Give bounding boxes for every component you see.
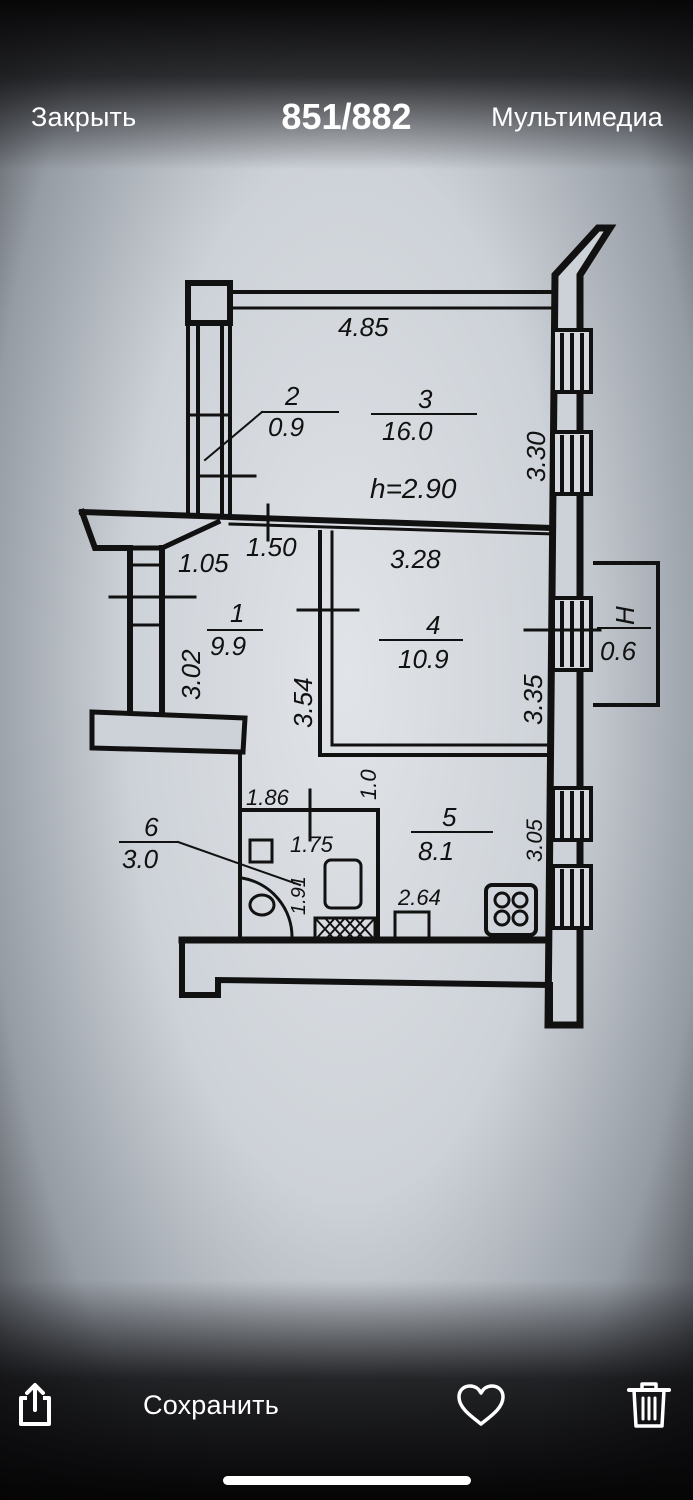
dim-1-91: 1.91 <box>288 876 310 915</box>
balcony-label: Н <box>610 606 640 625</box>
save-button[interactable]: Сохранить <box>143 1390 279 1420</box>
ceiling-height: h=2.90 <box>370 473 457 504</box>
dim-2-64: 2.64 <box>397 885 441 910</box>
room-4-number: 4 <box>426 610 440 640</box>
room-1-number: 1 <box>230 598 244 628</box>
dim-4-85: 4.85 <box>338 312 389 342</box>
dim-1-50: 1.50 <box>246 532 297 562</box>
bottom-bar <box>0 1280 693 1500</box>
room-3-area: 16.0 <box>382 416 433 446</box>
dim-1-86: 1.86 <box>246 785 290 810</box>
trash-icon[interactable] <box>626 1380 672 1430</box>
room-5-number: 5 <box>442 802 457 832</box>
top-bar <box>0 0 693 170</box>
room-6-area: 3.0 <box>122 844 159 874</box>
dim-3-28: 3.28 <box>390 544 441 574</box>
room-4-area: 10.9 <box>398 644 449 674</box>
room-5-area: 8.1 <box>418 836 454 866</box>
dim-3-35: 3.35 <box>518 674 548 725</box>
room-1-area: 9.9 <box>210 631 246 661</box>
dim-1-75: 1.75 <box>290 832 334 857</box>
heart-icon[interactable] <box>456 1383 506 1427</box>
room-6-number: 6 <box>144 812 159 842</box>
dim-3-54: 3.54 <box>288 677 318 728</box>
home-indicator <box>223 1476 471 1485</box>
room-3-number: 3 <box>418 384 433 414</box>
dim-3-30: 3.30 <box>521 431 551 482</box>
media-button[interactable]: Мультимедиа <box>491 102 663 132</box>
image-counter: 851/882 <box>281 96 412 137</box>
room-2-number: 2 <box>284 381 300 411</box>
dim-3-02: 3.02 <box>176 649 206 700</box>
dim-1-0: 1.0 <box>356 769 381 800</box>
dim-3-05: 3.05 <box>522 818 547 862</box>
close-button[interactable]: Закрыть <box>31 102 137 132</box>
balcony-area: 0.6 <box>600 636 637 666</box>
dim-1-05: 1.05 <box>178 548 229 578</box>
share-icon[interactable] <box>16 1380 54 1428</box>
room-2-area: 0.9 <box>268 412 304 442</box>
